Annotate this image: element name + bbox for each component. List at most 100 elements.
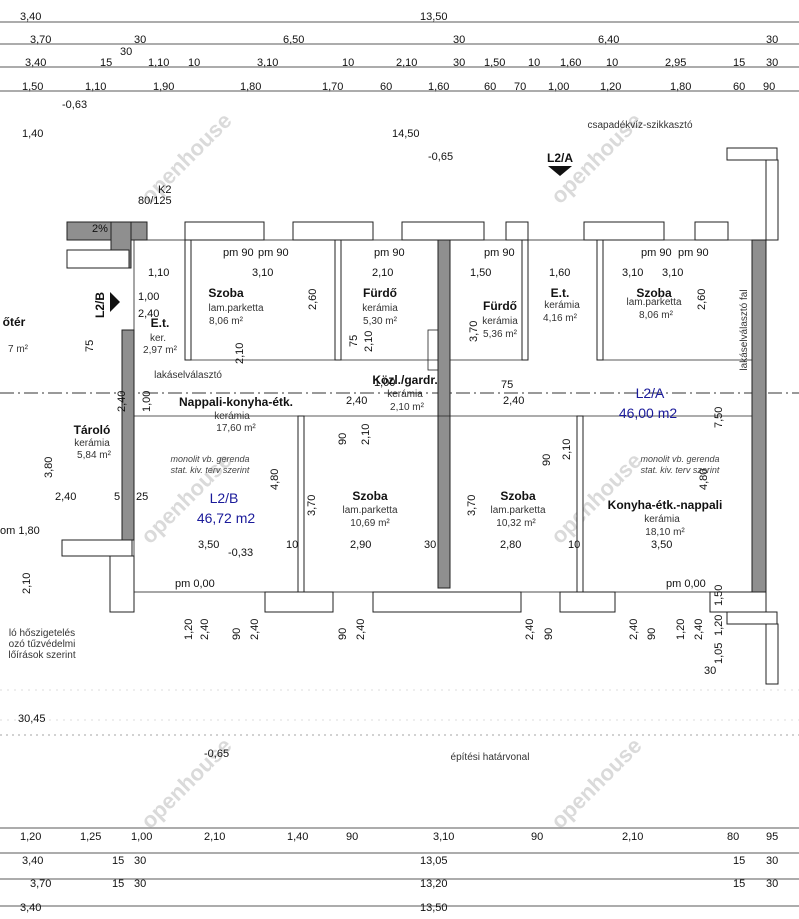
- dim-b0-5: 90: [346, 831, 358, 843]
- room-4-area: 8,06 m²: [639, 310, 674, 321]
- dim-t3-6: 1,60: [428, 81, 449, 93]
- room-labels: Szoba lam.parketta 8,06 m² Fürdő kerámia…: [74, 286, 723, 538]
- room-0-name: Szoba: [208, 286, 244, 300]
- idim-26: 7,50: [713, 407, 725, 428]
- idim-55: 1,20: [713, 615, 725, 636]
- dim-t0-0: 3,40: [20, 11, 41, 23]
- idim-49: 90: [543, 628, 555, 640]
- dim-t2-11: 10: [606, 57, 618, 69]
- room-6-finish: kerámia: [387, 389, 423, 400]
- idim-18: 90: [337, 433, 349, 445]
- dim-t3-13: 90: [763, 81, 775, 93]
- room-3-finish: kerámia: [544, 300, 580, 311]
- dim-t3-9: 1,00: [548, 81, 569, 93]
- room-outlines: [133, 239, 753, 593]
- room-1-name: Fürdő: [363, 286, 397, 300]
- om-180-label: om 1,80: [0, 525, 40, 537]
- room-11-name: Konyha-étk.-nappali: [608, 498, 723, 512]
- idim-22: 2,10: [363, 331, 375, 352]
- idim-47: 2,40: [355, 619, 367, 640]
- idim-48: 2,40: [524, 619, 536, 640]
- level-033: -0,33: [228, 547, 253, 559]
- watermark-6: openhouse: [546, 733, 647, 834]
- idim-9: 1,00: [374, 377, 395, 389]
- room-5-area: 2,97 m²: [143, 345, 178, 356]
- dim-t1-3: 30: [453, 34, 465, 46]
- room-4-finish: lam.parketta: [626, 297, 681, 308]
- idim-8: 2,40: [346, 395, 367, 407]
- forter-area: 7 m²: [8, 344, 29, 355]
- slope-separator-label: csapadékvíz-szikkasztó: [587, 120, 692, 131]
- dim-t2-7: 30: [453, 57, 465, 69]
- room-8-finish: kerámia: [74, 438, 110, 449]
- room-7-area: 17,60 m²: [216, 423, 256, 434]
- dim-b0-10: 95: [766, 831, 778, 843]
- dim-t1-1: 30: [134, 34, 146, 46]
- idim-17: 3,70: [468, 321, 480, 342]
- dim-b1-2: 30: [134, 855, 146, 867]
- room-6-area: 2,10 m²: [390, 402, 425, 413]
- room-4-name: Szoba: [636, 286, 672, 300]
- level-065-bottom: -0,65: [204, 748, 229, 760]
- idim-39: 2,80: [500, 539, 521, 551]
- dim-b0-1: 1,25: [80, 831, 101, 843]
- idim-52: 1,20: [675, 619, 687, 640]
- dim-b1-4: 15: [733, 855, 745, 867]
- k2-label: K2: [158, 184, 171, 196]
- room-5-name: E.t.: [151, 316, 170, 330]
- dim-t2-8: 1,50: [484, 57, 505, 69]
- idim-53: 2,40: [693, 619, 705, 640]
- idim-16: 75: [84, 340, 96, 352]
- room-2-area: 5,36 m²: [483, 329, 518, 340]
- level-063: -0,63: [62, 99, 87, 111]
- idim-25: 90: [541, 454, 553, 466]
- room-9-area: 10,69 m²: [350, 518, 390, 529]
- dim-b0-8: 2,10: [622, 831, 643, 843]
- beam-note-right-1: monolit vb. gerenda: [640, 454, 719, 464]
- dim-t2-6: 2,10: [396, 57, 417, 69]
- section-l2b-left: L2/B: [93, 292, 107, 318]
- dim-b2-2: 30: [134, 878, 146, 890]
- watermark-1: openhouse: [136, 108, 237, 209]
- idim-54: 1,50: [713, 585, 725, 606]
- idim-0: 1,00: [138, 291, 159, 303]
- beam-note-left-1: monolit vb. gerenda: [170, 454, 249, 464]
- room-0-finish: lam.parketta: [208, 303, 263, 314]
- idim-20: 1,00: [141, 391, 153, 412]
- dim-t1-5: 30: [766, 34, 778, 46]
- dim-t3-8: 70: [514, 81, 526, 93]
- room-10-finish: lam.parketta: [490, 505, 545, 516]
- idim-31: 4,80: [269, 469, 281, 490]
- insulation-note-3: lőírások szerint: [8, 650, 75, 661]
- dim-t0-1: 13,50: [420, 11, 448, 23]
- room-8-area: 5,84 m²: [77, 450, 112, 461]
- pm-90-6: pm 90: [678, 247, 709, 259]
- idim-21: 2,40: [116, 391, 128, 412]
- dim-t2-3: 10: [188, 57, 200, 69]
- dim-b3-1: 13,50: [420, 902, 448, 914]
- idim-37: 2,90: [350, 539, 371, 551]
- idim-11: 75: [501, 379, 513, 391]
- idim-15: 2,60: [696, 289, 708, 310]
- room-3-name: E.t.: [551, 286, 570, 300]
- dim-t1-2: 6,50: [283, 34, 304, 46]
- dim-b1-1: 15: [112, 855, 124, 867]
- room-2-finish: kerámia: [482, 316, 518, 327]
- k2-size: 80/125: [138, 195, 172, 207]
- slope-label: 2%: [92, 223, 108, 235]
- dim-1450: 14,50: [392, 128, 420, 140]
- idim-57: 2,10: [21, 573, 33, 594]
- insulation-note-1: ló hőszigetelés: [9, 628, 75, 639]
- idim-35: 3,50: [198, 539, 219, 551]
- idim-19: 2,10: [360, 424, 372, 445]
- pm-90-3: pm 90: [374, 247, 405, 259]
- dimension-lines-top: [0, 21, 799, 907]
- dim-b0-4: 1,40: [287, 831, 308, 843]
- dim-3045: 30,45: [18, 713, 46, 725]
- idim-7: 3,10: [662, 267, 683, 279]
- room-8-name: Tároló: [74, 423, 111, 437]
- dim-t2-0: 3,40: [25, 57, 46, 69]
- room-1-area: 5,30 m²: [363, 316, 398, 327]
- idim-30: 25: [136, 491, 148, 503]
